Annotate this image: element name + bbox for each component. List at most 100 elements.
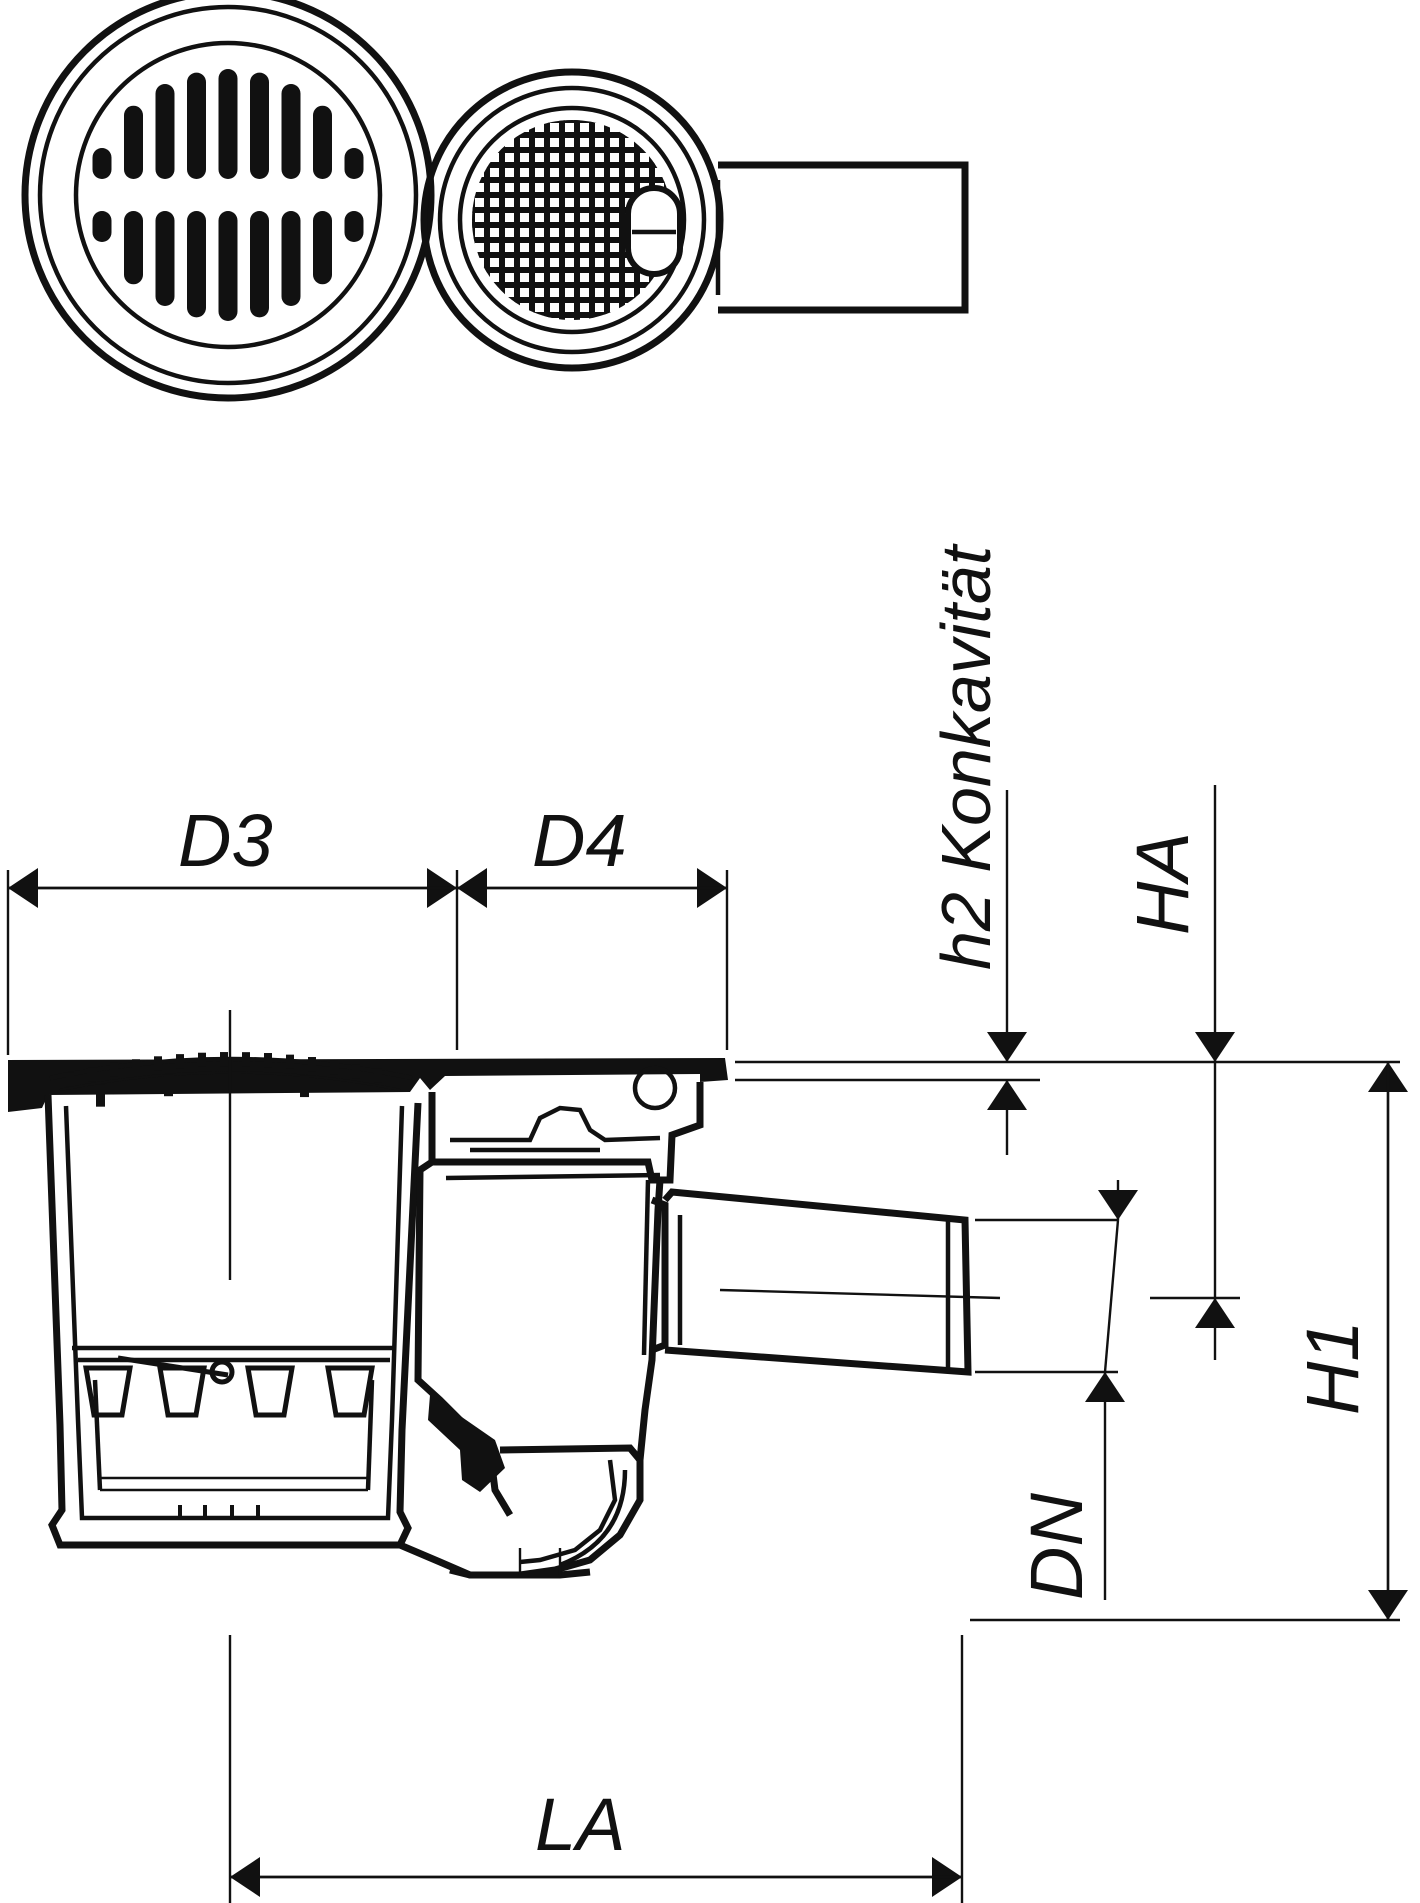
mesh-hole bbox=[505, 243, 514, 252]
grate-tooth bbox=[96, 1084, 105, 1107]
mesh-hole bbox=[505, 318, 514, 320]
mesh-hole bbox=[490, 198, 499, 207]
mesh-hole bbox=[565, 228, 574, 237]
bottom-ticks bbox=[178, 1505, 260, 1518]
mesh-hole bbox=[490, 153, 499, 162]
mesh-hole bbox=[490, 258, 499, 267]
label-dn: DN bbox=[1015, 1493, 1098, 1600]
mesh-hole bbox=[595, 258, 604, 267]
mesh-hole bbox=[520, 198, 529, 207]
mesh-hole bbox=[625, 153, 634, 162]
grate-tooth bbox=[88, 1067, 96, 1082]
mesh-hole bbox=[655, 303, 664, 312]
grate-slot bbox=[92, 211, 112, 243]
mesh-hole bbox=[505, 138, 514, 147]
mesh-hole bbox=[535, 213, 544, 222]
grate-slot bbox=[250, 72, 269, 179]
dim-dn: DN bbox=[975, 1180, 1138, 1600]
mesh-hole bbox=[595, 153, 604, 162]
bucket-slots bbox=[83, 1355, 375, 1418]
bucket-slot bbox=[245, 1365, 295, 1418]
grate-tooth bbox=[164, 1074, 173, 1097]
grate-tooth bbox=[176, 1054, 184, 1069]
mesh-hole bbox=[625, 138, 634, 147]
mesh-hole bbox=[580, 168, 589, 177]
grate-tooth bbox=[198, 1052, 206, 1067]
mesh-hole bbox=[505, 168, 514, 177]
mesh-hole bbox=[655, 168, 664, 177]
mesh-hole bbox=[565, 183, 574, 192]
mesh-hole bbox=[580, 303, 589, 312]
dim-h2: h2 Konkavität bbox=[735, 543, 1400, 1155]
mesh-hole bbox=[490, 168, 499, 177]
grate-tooth bbox=[330, 1060, 338, 1075]
mesh-hole bbox=[580, 213, 589, 222]
round-grate bbox=[21, 0, 435, 402]
label-d4: D4 bbox=[532, 799, 627, 882]
bucket-slot bbox=[325, 1365, 375, 1418]
mesh-hole bbox=[550, 153, 559, 162]
mesh-hole bbox=[580, 288, 589, 297]
mesh-hole bbox=[595, 123, 604, 132]
mesh-hole bbox=[595, 228, 604, 237]
dim-la: LA bbox=[228, 1635, 964, 1903]
mesh-hole bbox=[505, 258, 514, 267]
mesh-hole bbox=[550, 273, 559, 282]
dimensions: D3 D4 h2 Konkavität HA bbox=[6, 543, 1408, 1903]
mesh-hole bbox=[580, 243, 589, 252]
grate-tooth bbox=[220, 1052, 228, 1067]
grate-tooth bbox=[132, 1059, 140, 1074]
mesh-hole bbox=[550, 213, 559, 222]
grate-slot bbox=[281, 211, 301, 307]
mesh-hole bbox=[565, 243, 574, 252]
mesh-hole bbox=[535, 183, 544, 192]
mesh-hole bbox=[475, 198, 484, 207]
grate-slot bbox=[187, 211, 206, 318]
label-h2-konkavitaet: h2 Konkavität bbox=[927, 543, 1005, 970]
mesh-hole bbox=[610, 183, 619, 192]
mesh-hole bbox=[505, 183, 514, 192]
mesh-hole bbox=[550, 318, 559, 320]
mesh-hole bbox=[535, 153, 544, 162]
mesh-hole bbox=[535, 243, 544, 252]
mesh-hole bbox=[610, 138, 619, 147]
mesh-hole bbox=[640, 153, 649, 162]
mesh-hole bbox=[475, 228, 484, 237]
grate-tooth bbox=[242, 1052, 250, 1067]
mesh-hole bbox=[610, 153, 619, 162]
mesh-hole bbox=[640, 273, 649, 282]
mesh-hole bbox=[550, 228, 559, 237]
mesh-hole bbox=[520, 153, 529, 162]
mesh-hole bbox=[535, 258, 544, 267]
mesh-hole bbox=[550, 198, 559, 207]
mesh-hole bbox=[490, 228, 499, 237]
side-view bbox=[8, 1010, 1001, 1579]
mesh-hole bbox=[565, 318, 574, 320]
grate-tooth bbox=[286, 1054, 294, 1069]
grate-tooth bbox=[232, 1071, 241, 1094]
mesh-hole bbox=[580, 153, 589, 162]
mesh-hole bbox=[520, 183, 529, 192]
mesh-hole bbox=[625, 303, 634, 312]
mesh-hole bbox=[595, 288, 604, 297]
mesh-hole bbox=[565, 288, 574, 297]
mesh-hole bbox=[610, 303, 619, 312]
grate-slot bbox=[344, 211, 364, 243]
mesh-hole bbox=[520, 138, 529, 147]
label-ha: HA bbox=[1121, 832, 1204, 935]
mesh-hole bbox=[610, 243, 619, 252]
mesh-hole bbox=[625, 273, 634, 282]
mesh-hole bbox=[520, 288, 529, 297]
mesh-hole bbox=[595, 198, 604, 207]
mesh-hole bbox=[520, 258, 529, 267]
mesh-hole bbox=[550, 183, 559, 192]
mesh-hole bbox=[490, 243, 499, 252]
mesh-hole bbox=[505, 198, 514, 207]
grate-slot bbox=[155, 83, 175, 179]
dim-ha: HA bbox=[1121, 785, 1240, 1360]
mesh-hole bbox=[550, 243, 559, 252]
mesh-hole bbox=[535, 273, 544, 282]
mesh-hole bbox=[595, 273, 604, 282]
grate-slot bbox=[92, 147, 112, 179]
mesh-hole bbox=[475, 213, 484, 222]
